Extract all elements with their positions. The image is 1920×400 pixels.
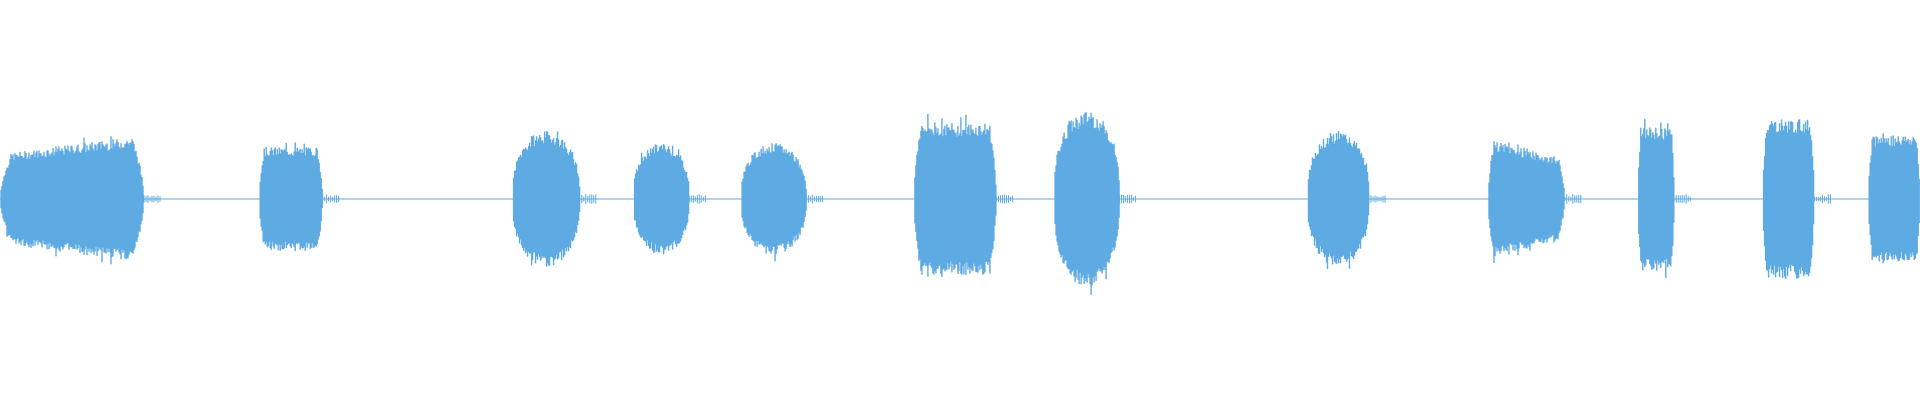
waveform-segment bbox=[1488, 141, 1582, 263]
waveform-segment bbox=[1054, 112, 1136, 295]
waveform-burst bbox=[1762, 119, 1815, 279]
waveform-segment bbox=[1307, 131, 1386, 270]
waveform-segment bbox=[0, 136, 161, 265]
waveform-burst bbox=[1868, 133, 1920, 264]
waveform-tail-noise bbox=[1118, 194, 1136, 204]
waveform-burst bbox=[259, 142, 323, 251]
waveform-burst bbox=[914, 114, 997, 278]
waveform-burst bbox=[741, 143, 807, 262]
waveform-tail-noise bbox=[996, 194, 1013, 204]
waveform-tail-noise bbox=[579, 194, 597, 204]
waveform-tail-noise bbox=[143, 195, 161, 203]
waveform-tail-noise bbox=[1368, 194, 1386, 204]
waveform-tail-noise bbox=[322, 194, 340, 204]
waveform-burst bbox=[633, 144, 690, 255]
waveform-segment bbox=[259, 142, 340, 251]
waveform-segments bbox=[0, 112, 1920, 295]
waveform-burst bbox=[1638, 118, 1675, 278]
waveform-burst bbox=[1054, 112, 1120, 295]
waveform-segment bbox=[633, 144, 706, 255]
waveform-burst bbox=[0, 136, 144, 265]
waveform-burst bbox=[512, 131, 581, 267]
waveform-tail-noise bbox=[1813, 194, 1831, 204]
waveform-segment bbox=[914, 114, 1013, 278]
waveform-segment bbox=[741, 143, 823, 262]
waveform-segment bbox=[1868, 133, 1920, 264]
waveform-segment bbox=[1762, 119, 1831, 279]
waveform-segment bbox=[1638, 118, 1691, 278]
waveform-segment bbox=[512, 131, 597, 267]
waveform-burst bbox=[1488, 141, 1565, 263]
waveform-tail-noise bbox=[1673, 194, 1691, 204]
waveform-tail-noise bbox=[805, 194, 823, 204]
waveform-burst bbox=[1307, 131, 1370, 270]
waveform-tail-noise bbox=[1564, 194, 1582, 204]
waveform-tail-noise bbox=[688, 194, 706, 204]
